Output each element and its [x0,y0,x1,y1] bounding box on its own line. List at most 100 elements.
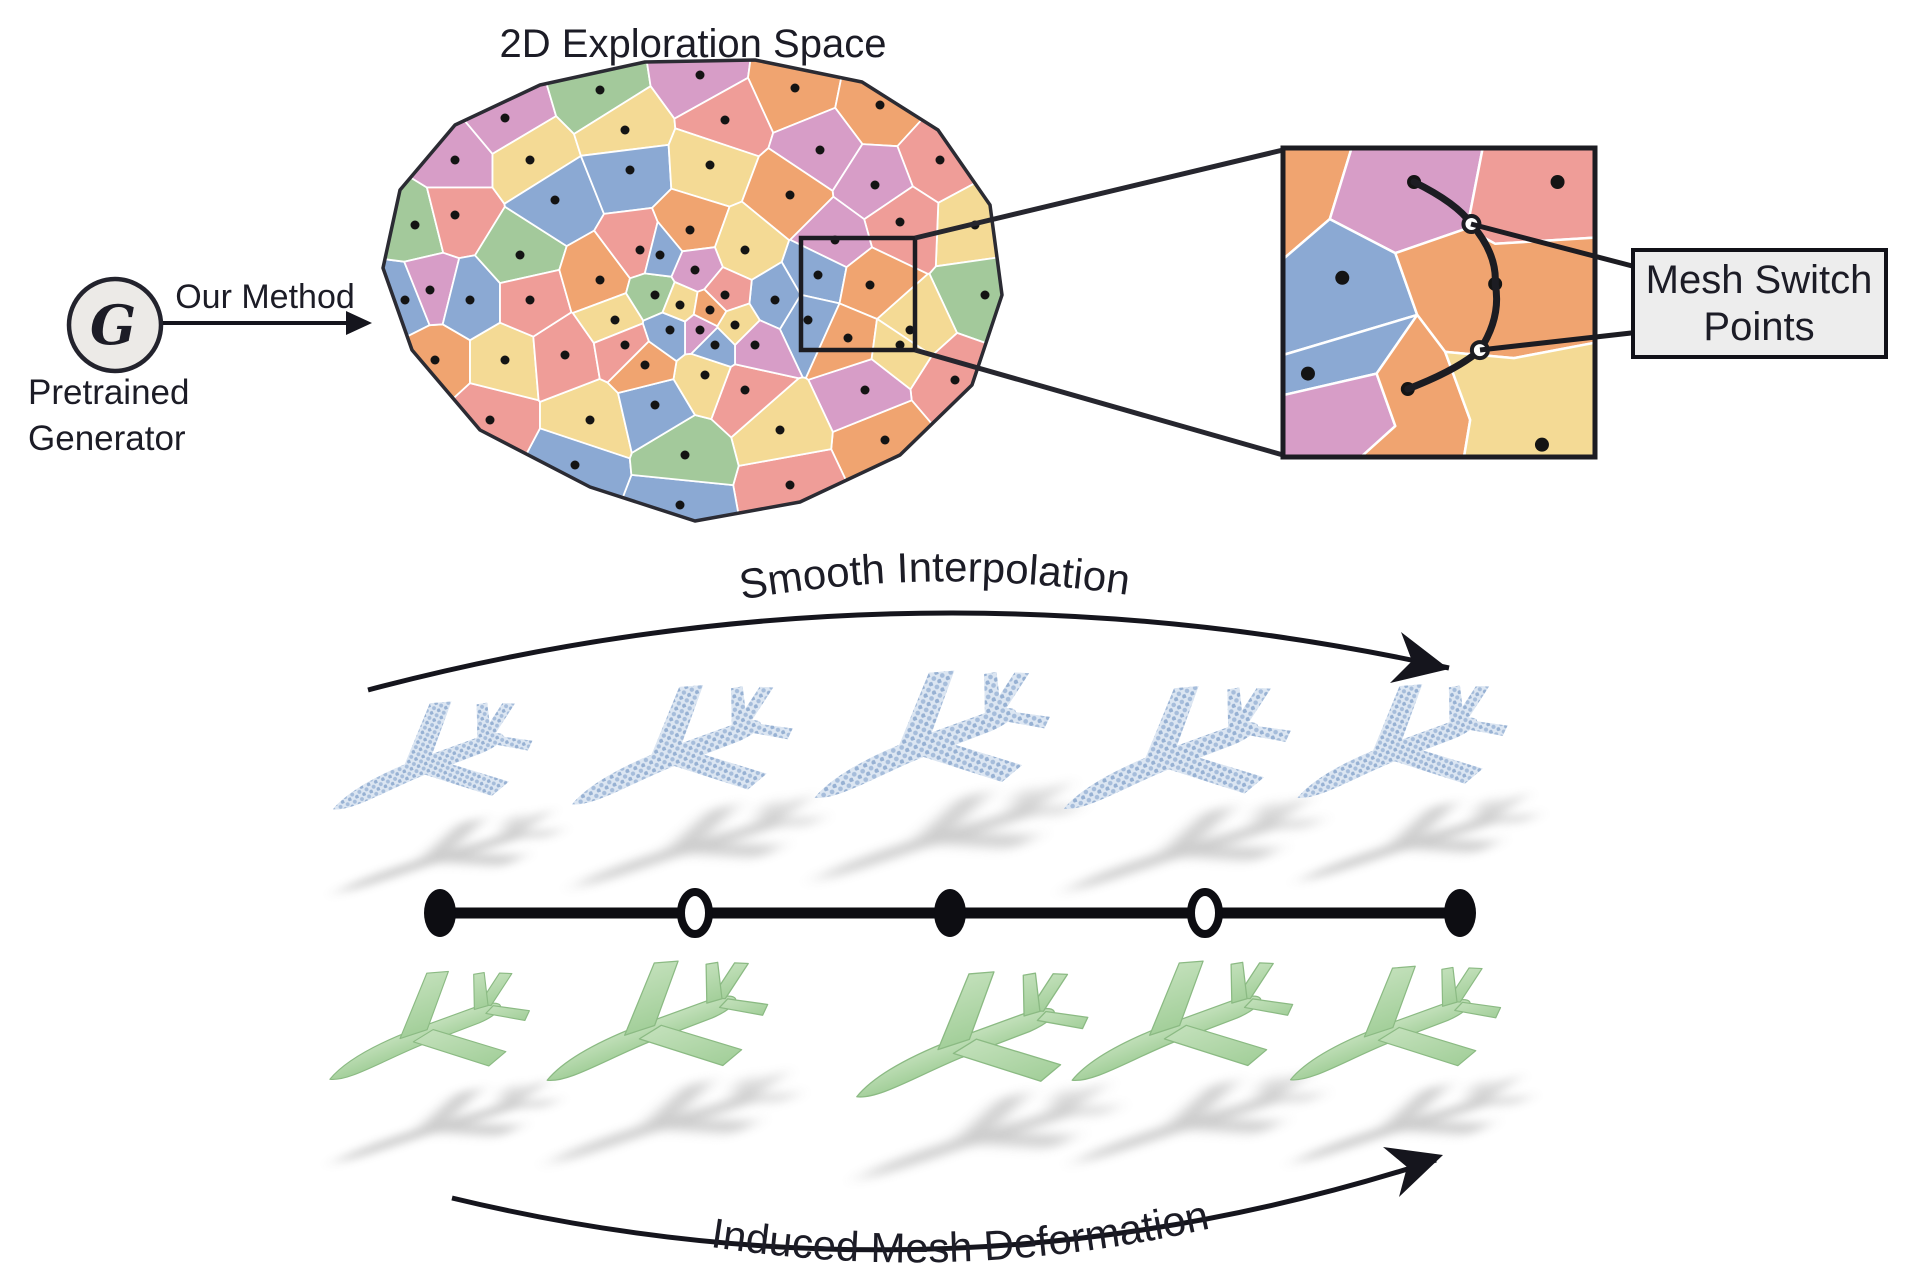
plane-part [1163,1024,1268,1067]
our-method-arrowhead-icon [346,311,372,335]
interpolation-timeline [424,888,1476,938]
voronoi-outline [381,58,1004,523]
voronoi-cell [643,220,684,278]
seed-dot [635,245,645,255]
shadow-part [418,818,485,862]
shadow-part [664,804,738,853]
shadow-part [1479,1097,1528,1105]
seed-dot [700,370,710,380]
voronoi-exploration-space [381,58,1004,523]
plane-part [412,1028,507,1067]
seed-dot [655,250,665,260]
shadow-part [1257,1076,1279,1101]
plane-part [744,722,793,740]
induced-deformation-arrow-shaft [451,1157,1437,1253]
seed-dot [695,325,705,335]
plane-part [638,1024,743,1067]
plane-part [1377,1026,1477,1067]
timeline-node-open [1187,888,1223,938]
shadow-part [431,852,526,866]
plane-part [1461,720,1508,736]
seed-dot [595,275,605,285]
inset-seed-dot [1300,366,1315,381]
shadow-part [513,830,560,838]
plane-part [1441,966,1458,1007]
callout-line-top [1470,221,1641,271]
seed-dot [750,340,760,350]
shadow-part [769,817,821,826]
induced-deformation-arrowhead-icon [1383,1147,1443,1197]
seed-dot [675,300,685,310]
callout-line-bottom [1479,329,1641,353]
seed-dot [430,355,440,365]
mesh-plane [856,971,1089,1098]
shadow-part [1386,802,1456,848]
seed-dot [785,480,795,490]
zoom-region-box [798,235,918,353]
shadow-part [679,842,783,858]
seed-dot [685,225,695,235]
plane-part [1371,684,1423,755]
plane-shadow [814,784,1079,880]
point-cloud-plane-dots [1297,684,1508,798]
seed-dot [860,385,870,395]
shadow-part [744,1093,796,1102]
seed-dot [695,70,705,80]
shadow-part [967,1132,1077,1148]
plane-part [649,685,704,760]
seed-dot [803,315,813,325]
seed-dot [665,325,675,335]
zoom-connector-bottom [914,347,1284,458]
seed-dot [525,155,535,165]
seed-dot [815,145,825,155]
plane-part [485,1005,530,1022]
seed-dot [720,115,730,125]
seed-dot [875,100,885,110]
plane-part [1448,685,1465,725]
shadow-part [1474,798,1495,822]
mesh-switch-label-line1: Mesh Switch [1646,258,1873,302]
voronoi-cells [382,59,1003,522]
plane-shadow [1073,1073,1321,1163]
seed-dot [785,190,795,200]
seed-dot [895,217,905,227]
shadow-part [502,814,522,837]
plane-part [1036,1010,1089,1030]
plane-part [416,759,509,796]
plane-shadow [857,1085,1117,1179]
induced-mesh-deformation-label: Induced Mesh Deformation [709,1191,1213,1271]
shadow-part [1486,815,1535,823]
seed-dot [710,340,720,350]
shadow-part [1269,1093,1321,1102]
seed-dot [895,340,905,350]
plane-part [1454,1001,1502,1019]
plane-shadow [1064,799,1319,891]
plane-part [1230,961,1248,1004]
shadow-part [1050,1088,1072,1114]
seed-dot [485,415,495,425]
seed-dot [450,155,460,165]
seed-dot [720,290,730,300]
shadow-part [927,832,1039,849]
plane-part [718,998,769,1016]
smooth-interpolation-arrow-shaft [367,610,1450,693]
inset-seed-dot [1335,270,1350,285]
mesh-plane [329,970,530,1080]
seed-dot [500,355,510,365]
seed-dot [550,195,560,205]
seed-dot [620,340,630,350]
plane-shadow [335,811,560,893]
plane-part [937,971,995,1051]
plane-shadows [332,784,1535,1179]
voronoi-cell [592,322,650,384]
seed-dot [425,285,435,295]
plane-part [705,961,723,1004]
seed-dot [950,375,960,385]
plane-shadow [548,1073,796,1163]
shadow-part [1011,787,1034,814]
point-cloud-planes-row [332,670,1508,810]
voronoi-cell [870,318,933,391]
seed-dot [790,83,800,93]
zoom-connector-top [914,147,1284,241]
